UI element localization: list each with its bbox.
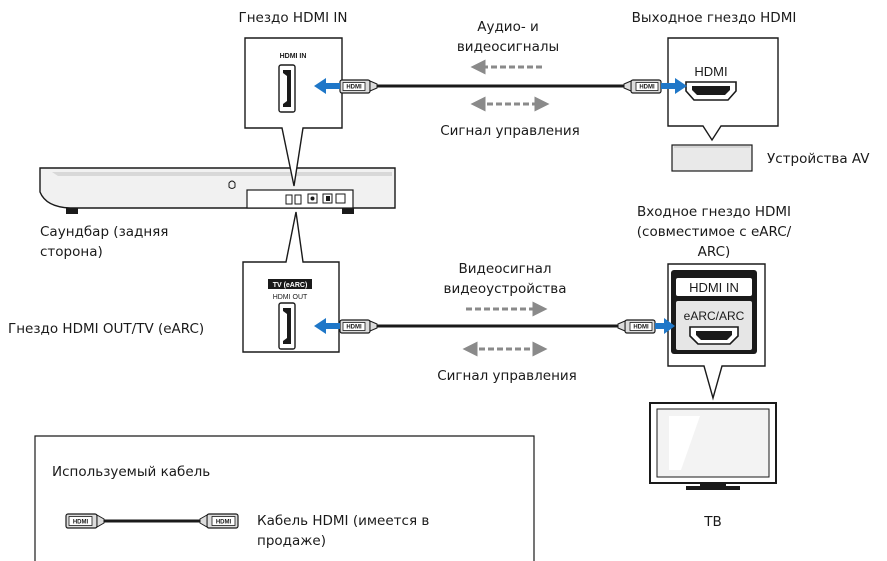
arrow-into-av-device bbox=[661, 78, 687, 94]
hdmi-in-jack-label: Гнездо HDMI IN bbox=[239, 10, 348, 26]
plug-label: HDMI bbox=[73, 519, 89, 525]
soundbar-label-line1: Саундбар (задняя bbox=[40, 224, 168, 240]
legend-cable-label-line1: Кабель HDMI (имеется в bbox=[257, 513, 429, 529]
hdmi-out-label: HDMI OUT bbox=[273, 294, 308, 301]
av-devices-label: Устройства AV bbox=[767, 151, 870, 167]
tv-earc-badge bbox=[268, 279, 312, 289]
av-hdmi-label: HDMI bbox=[694, 64, 727, 79]
cable-legend: Используемый кабель HDMI HDMI Кабель HDM… bbox=[34, 435, 535, 561]
tv-earc-label: TV (eARC) bbox=[273, 282, 308, 289]
av-signals-label-line1: Аудио- и bbox=[477, 19, 539, 35]
soundbar-label-line2: сторона) bbox=[40, 244, 103, 260]
plug-label: HDMI bbox=[633, 325, 649, 331]
plug-label: HDMI bbox=[346, 85, 362, 91]
video-signal-label-line1: Видеосигнал bbox=[459, 261, 552, 277]
hdmi-output-jack-label: Выходное гнездо HDMI bbox=[632, 10, 797, 26]
arrow-into-soundbar bbox=[314, 78, 340, 94]
video-signal-label-line2: видеоустройства bbox=[443, 281, 566, 297]
legend-cable-label-line2: продаже) bbox=[257, 533, 326, 549]
arrow-into-soundbar bbox=[314, 318, 340, 334]
plug-label: HDMI bbox=[639, 85, 655, 91]
hdmi-cable-top: HDMI HDMI bbox=[314, 78, 687, 94]
control-signal-label-top: Сигнал управления bbox=[440, 123, 580, 139]
tv-input-label-line1: Входное гнездо HDMI bbox=[637, 204, 791, 220]
av-signals-label-line2: видеосигналы bbox=[457, 39, 559, 55]
tv-hdmi-in-label: HDMI IN bbox=[689, 280, 739, 295]
tv-input-label-line2: (совместимое с eARC/ bbox=[637, 224, 792, 240]
hdmi-out-panel: TV (eARC) HDMI OUT bbox=[242, 211, 340, 353]
tv-input-label-line3: ARC) bbox=[698, 244, 731, 260]
control-signal-label-bottom: Сигнал управления bbox=[437, 368, 577, 384]
soundbar-rear bbox=[39, 167, 396, 214]
hdmi-out-tv-jack-label: Гнездо HDMI OUT/TV (eARC) bbox=[8, 321, 204, 337]
tv-earc-arc-label: eARC/ARC bbox=[684, 309, 745, 323]
tv-set bbox=[649, 402, 777, 490]
hdmi-in-panel: HDMI IN bbox=[244, 37, 343, 187]
av-device-hdmi-panel: HDMI bbox=[667, 37, 779, 142]
plug-label: HDMI bbox=[346, 325, 362, 331]
legend-title: Используемый кабель bbox=[52, 464, 210, 480]
hdmi-in-panel-label: HDMI IN bbox=[280, 53, 307, 60]
legend-hdmi-cable-icon: HDMI HDMI bbox=[65, 513, 239, 529]
hdmi-cable-bottom: HDMI HDMI bbox=[314, 318, 675, 334]
tv-hdmi-in-panel: HDMI IN eARC/ARC bbox=[667, 263, 766, 401]
av-device bbox=[671, 144, 753, 172]
arrow-into-tv bbox=[655, 318, 675, 334]
tv-label: ТВ bbox=[703, 514, 722, 530]
plug-label: HDMI bbox=[216, 519, 232, 525]
